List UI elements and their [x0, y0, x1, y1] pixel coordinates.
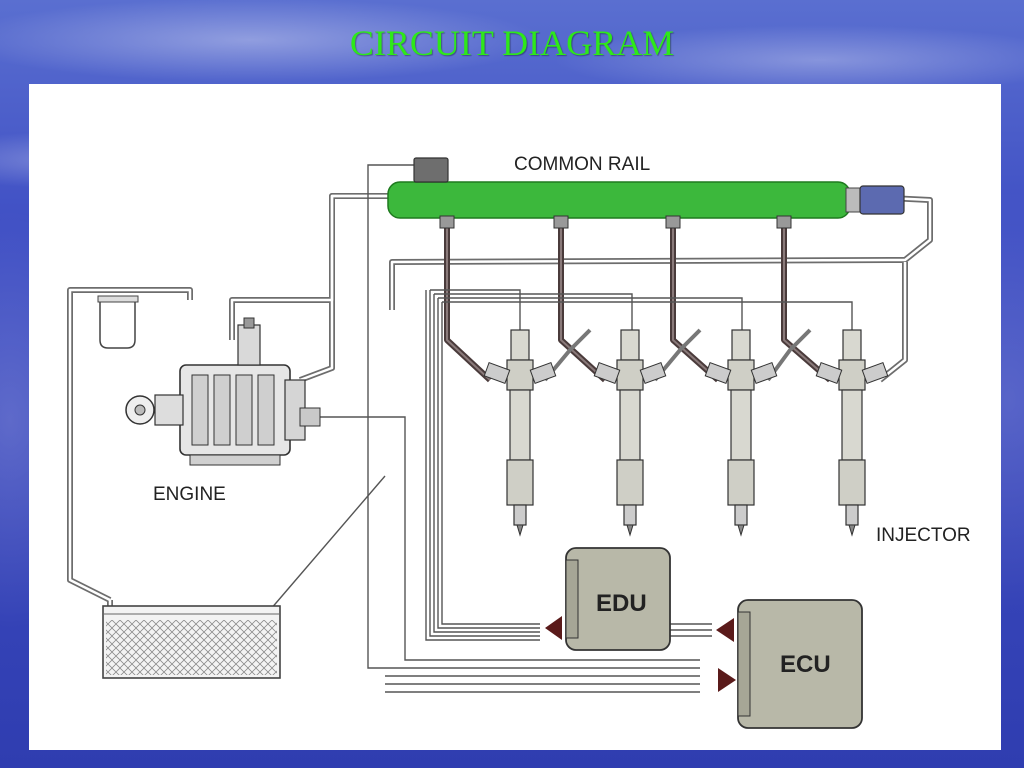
fuel-filter	[97, 295, 139, 349]
ecu-input-arrow-icon	[716, 618, 734, 642]
signal-wiring	[269, 164, 853, 693]
slide-title: CIRCUIT DIAGRAM	[349, 23, 675, 63]
high-pressure-pump	[125, 317, 321, 466]
common-rail	[387, 157, 905, 229]
rail-pressure-sensor	[413, 157, 449, 183]
injector-label: INJECTOR	[876, 525, 971, 546]
ecu-label: ECU	[780, 651, 831, 678]
edu-arrow-icon	[545, 616, 562, 640]
fuel-tank	[102, 605, 281, 679]
engine-label: ENGINE	[153, 484, 226, 505]
injector-1	[483, 329, 557, 537]
injector-2	[593, 329, 667, 537]
common-rail-label: COMMON RAIL	[514, 154, 650, 175]
injector-4	[815, 329, 889, 537]
pressure-limiter-valve	[859, 185, 905, 215]
edu-label: EDU	[596, 590, 647, 617]
edu-unit	[545, 547, 671, 651]
circuit-diagram: COMMON RAIL ENGINE INJECTOR EDU ECU	[67, 154, 971, 729]
ecu-output-arrow-icon	[718, 668, 736, 692]
injector-3	[704, 329, 778, 537]
diagram-panel: COMMON RAIL ENGINE INJECTOR EDU ECU	[29, 84, 1001, 750]
ecu-unit	[716, 599, 863, 729]
